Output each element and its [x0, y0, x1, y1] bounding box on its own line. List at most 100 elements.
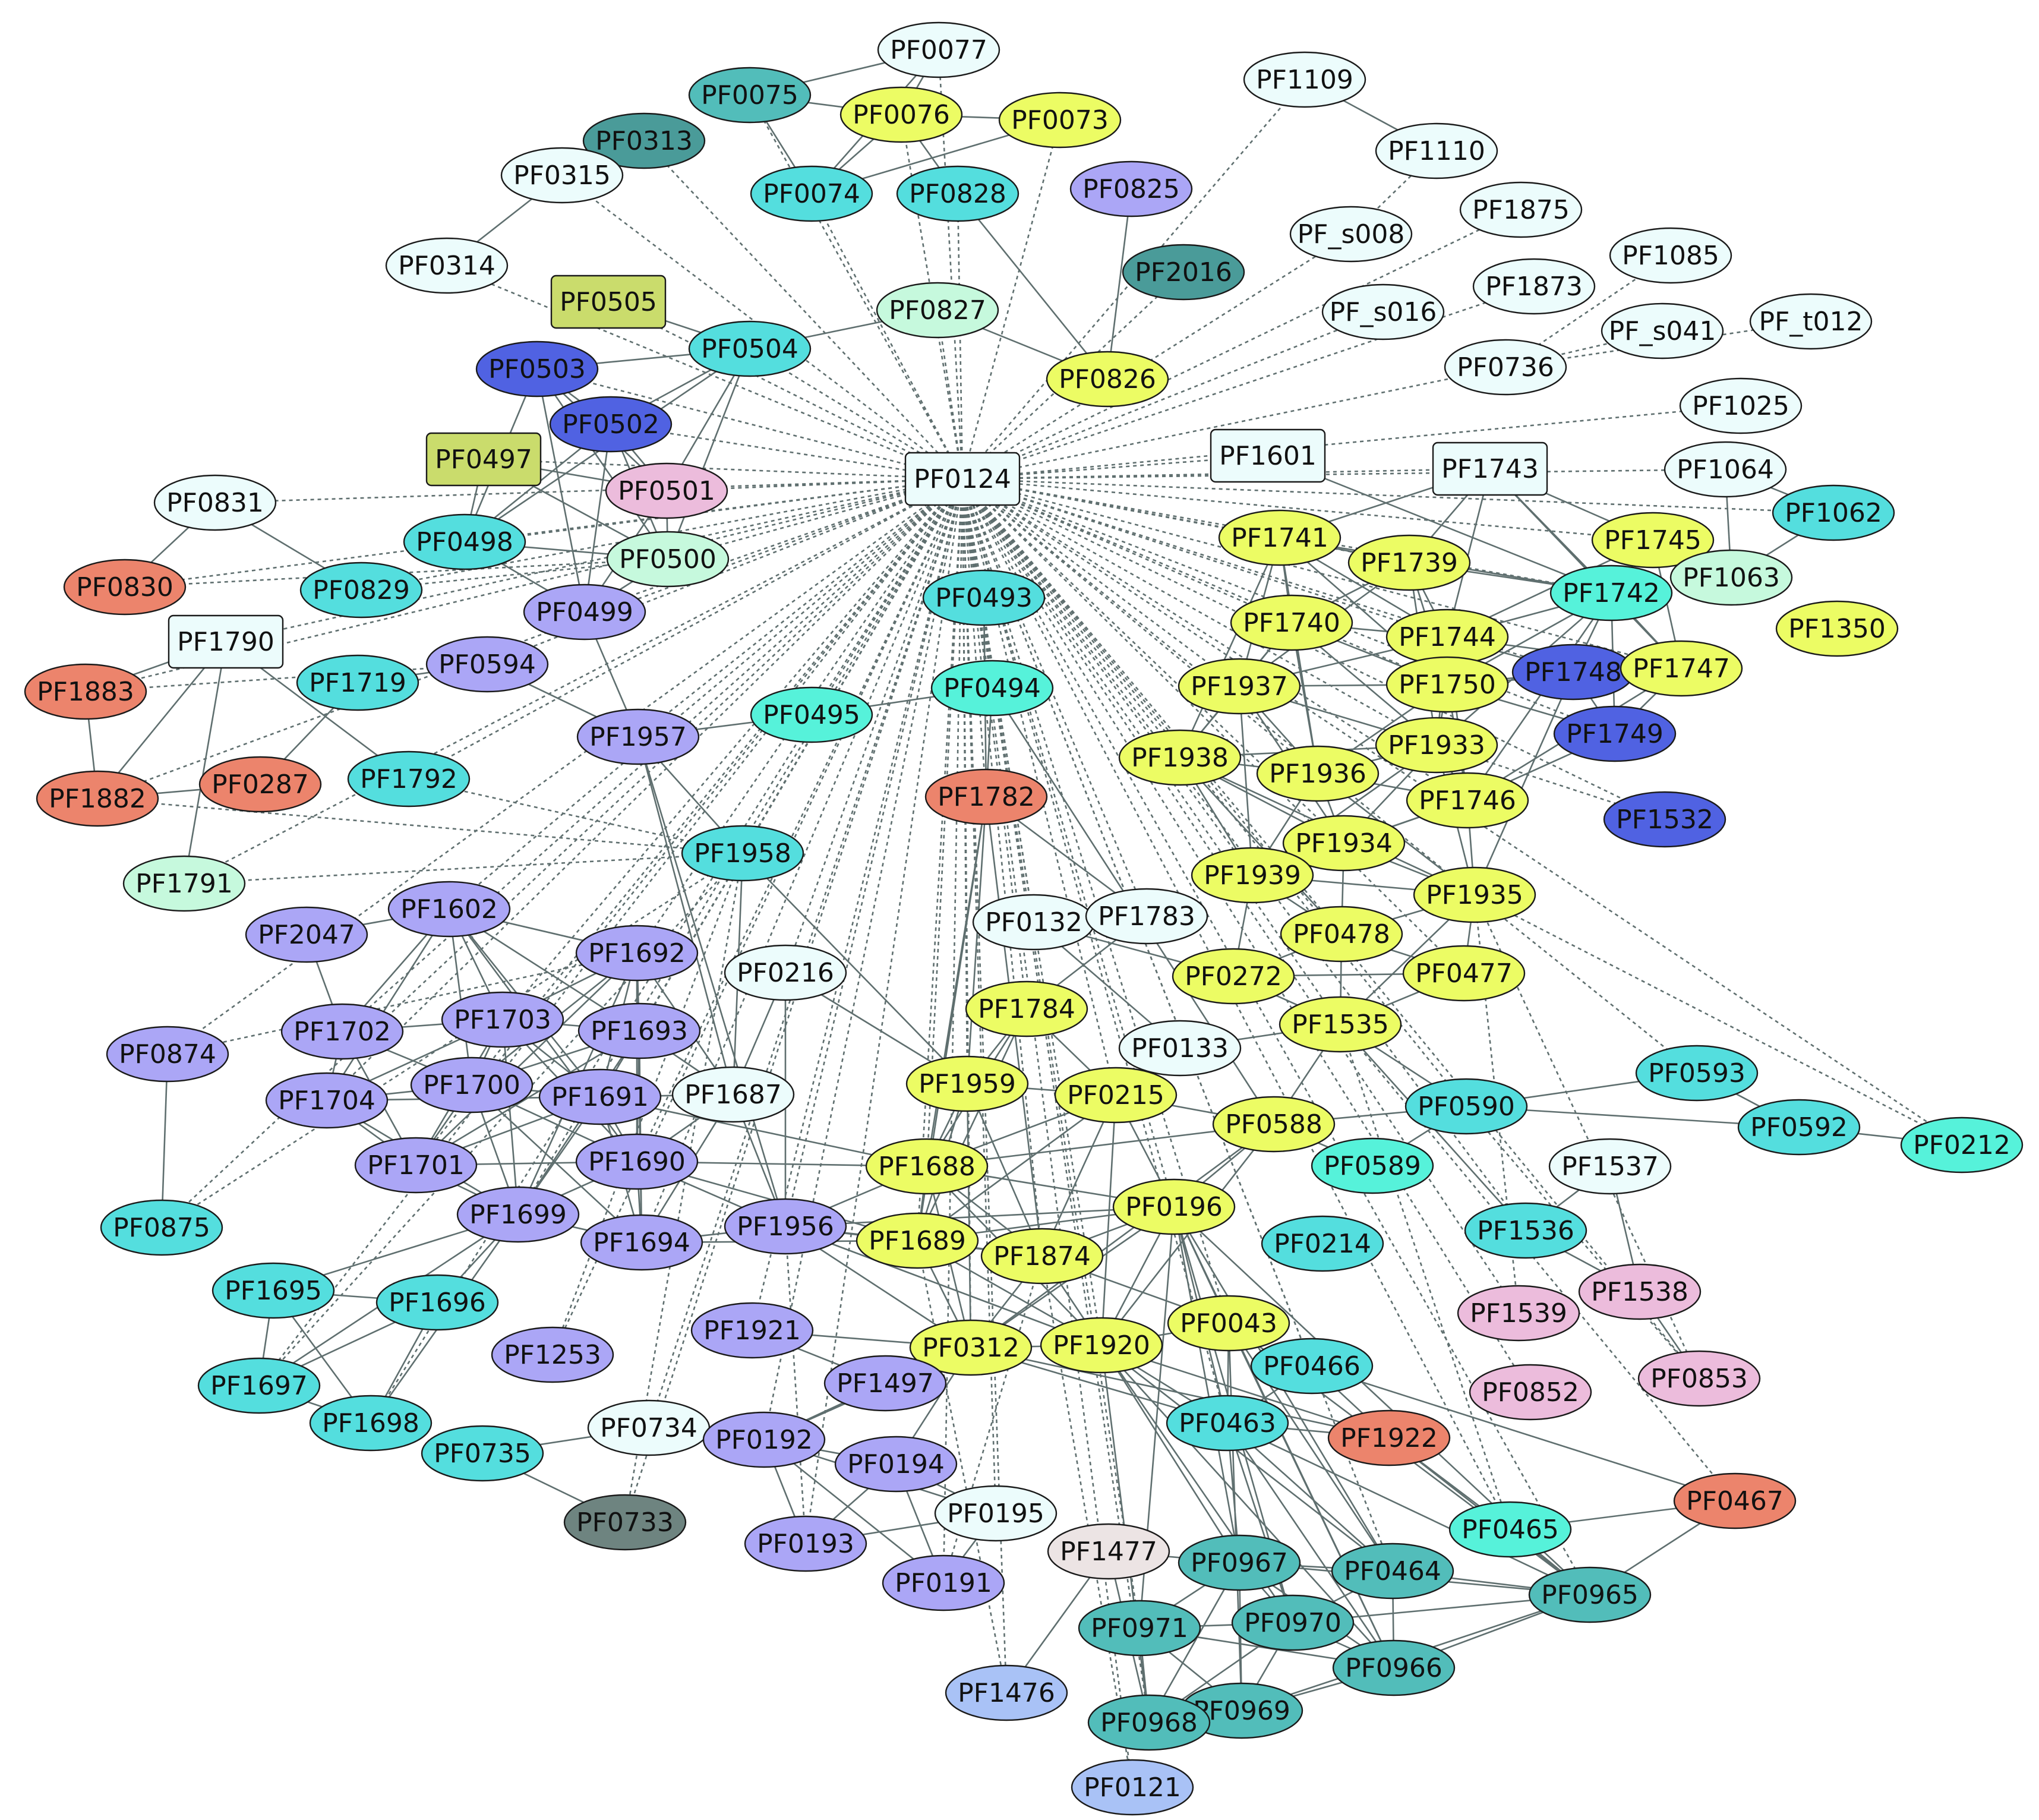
node-shape-PF0826[interactable] [1046, 351, 1169, 408]
node-PF1110[interactable]: PF1110 [1375, 122, 1498, 179]
node-PF1920[interactable]: PF1920 [1040, 1317, 1163, 1374]
node-PF0196[interactable]: PF0196 [1112, 1178, 1236, 1235]
node-shape-PF1700[interactable] [410, 1056, 534, 1114]
node-PF_s008[interactable]: PF_s008 [1289, 206, 1413, 263]
node-PF0971[interactable]: PF0971 [1078, 1600, 1201, 1657]
node-shape-PF1747[interactable] [1620, 640, 1743, 697]
node-shape-PF0193[interactable] [744, 1515, 867, 1572]
node-PF1783[interactable]: PF1783 [1085, 888, 1208, 945]
node-shape-PF1691[interactable] [538, 1068, 662, 1125]
node-PF0272[interactable]: PF0272 [1172, 948, 1295, 1005]
node-PF1695[interactable]: PF1695 [212, 1262, 335, 1319]
node-shape-PF0214[interactable] [1261, 1215, 1384, 1272]
node-PF0588[interactable]: PF0588 [1212, 1096, 1336, 1153]
node-shape-PF1085[interactable] [1609, 227, 1732, 284]
node-shape-PF1477[interactable] [1047, 1523, 1170, 1580]
node-PF0463[interactable]: PF0463 [1166, 1395, 1289, 1452]
node-shape-PF1792[interactable] [347, 750, 471, 808]
node-shape-PF0825[interactable] [1069, 160, 1193, 217]
node-shape-PF0504[interactable] [688, 320, 812, 377]
node-shape-PF1750[interactable] [1385, 656, 1509, 713]
node-PF0192[interactable]: PF0192 [702, 1411, 826, 1468]
node-PF1874[interactable]: PF1874 [980, 1228, 1104, 1285]
node-PF1882[interactable]: PF1882 [36, 770, 159, 827]
node-shape-PF0287[interactable] [198, 756, 322, 813]
node-PF0828[interactable]: PF0828 [896, 165, 1020, 222]
node-shape-PF0076[interactable] [839, 86, 963, 143]
node-PF0466[interactable]: PF0466 [1250, 1338, 1374, 1395]
node-PF1693[interactable]: PF1693 [577, 1002, 701, 1059]
node-shape-PF1497[interactable] [823, 1355, 947, 1412]
node-PF0121[interactable]: PF0121 [1071, 1759, 1194, 1816]
node-shape-PF0464[interactable] [1331, 1543, 1454, 1600]
node-shape-PF1938[interactable] [1118, 729, 1242, 786]
node-PF1687[interactable]: PF1687 [671, 1066, 795, 1123]
node-shape-PF0314[interactable] [385, 237, 509, 294]
node-PF0495[interactable]: PF0495 [750, 686, 873, 743]
node-PF1935[interactable]: PF1935 [1413, 866, 1536, 923]
node-shape-PF1883[interactable] [24, 663, 147, 720]
node-PF0827[interactable]: PF0827 [876, 282, 999, 339]
node-shape-PF1790[interactable] [168, 614, 284, 669]
node-shape-PF1697[interactable] [197, 1357, 321, 1414]
node-shape-PF0315[interactable] [500, 147, 624, 204]
node-PF1934[interactable]: PF1934 [1282, 815, 1406, 872]
node-shape-PF0313[interactable] [582, 112, 706, 169]
node-PF1739[interactable]: PF1739 [1347, 534, 1471, 591]
node-shape-PF2016[interactable] [1122, 244, 1245, 301]
node-shape-PF1937[interactable] [1178, 658, 1301, 715]
node-shape-PF1934[interactable] [1282, 815, 1406, 872]
node-shape-PF1719[interactable] [296, 654, 419, 711]
node-PF0073[interactable]: PF0073 [998, 92, 1122, 149]
node-PF1477[interactable]: PF1477 [1047, 1523, 1170, 1580]
node-PF1745[interactable]: PF1745 [1591, 512, 1715, 569]
node-shape-PF1746[interactable] [1406, 772, 1529, 829]
node-PF0875[interactable]: PF0875 [100, 1199, 223, 1256]
node-shape-PF1532[interactable] [1603, 791, 1726, 848]
node-PF1063[interactable]: PF1063 [1669, 549, 1793, 606]
node-PF1873[interactable]: PF1873 [1472, 258, 1596, 315]
node-PF0852[interactable]: PF0852 [1469, 1364, 1592, 1421]
node-shape-PF1920[interactable] [1040, 1317, 1163, 1374]
node-PF1937[interactable]: PF1937 [1178, 658, 1301, 715]
node-shape-PF0971[interactable] [1078, 1600, 1201, 1657]
node-shape-PF0497[interactable] [425, 432, 542, 487]
node-shape-PF1602[interactable] [387, 881, 511, 938]
node-shape-PF1535[interactable] [1279, 996, 1402, 1053]
node-shape-PF0735[interactable] [421, 1425, 544, 1482]
node-shape-PF1936[interactable] [1256, 745, 1380, 802]
node-PF2047[interactable]: PF2047 [245, 906, 368, 963]
node-PF0874[interactable]: PF0874 [106, 1026, 229, 1083]
node-PF1742[interactable]: PF1742 [1549, 564, 1673, 622]
node-PF0853[interactable]: PF0853 [1637, 1350, 1761, 1407]
node-PF1740[interactable]: PF1740 [1230, 594, 1353, 651]
node-shape-PF0970[interactable] [1231, 1594, 1355, 1651]
node-shape-PF0827[interactable] [876, 282, 999, 339]
node-shape-PF1476[interactable] [945, 1664, 1068, 1721]
node-shape-PF1687[interactable] [671, 1066, 795, 1123]
node-PF1749[interactable]: PF1749 [1553, 705, 1677, 762]
node-PF0075[interactable]: PF0075 [688, 67, 812, 124]
node-shape-PF0966[interactable] [1332, 1639, 1456, 1696]
node-PF0312[interactable]: PF0312 [909, 1319, 1033, 1376]
node-shape-PF0829[interactable] [299, 562, 423, 619]
node-PF0589[interactable]: PF0589 [1311, 1137, 1434, 1194]
node-shape-PF1538[interactable] [1578, 1263, 1702, 1320]
node-PF0831[interactable]: PF0831 [153, 474, 277, 531]
node-shape-PF0477[interactable] [1402, 945, 1526, 1002]
node-PF0967[interactable]: PF0967 [1178, 1534, 1301, 1591]
node-PF0970[interactable]: PF0970 [1231, 1594, 1355, 1651]
node-PF1691[interactable]: PF1691 [538, 1068, 662, 1125]
node-shape-PF1959[interactable] [905, 1055, 1029, 1112]
node-shape-PF1690[interactable] [575, 1133, 699, 1190]
node-shape-PF1702[interactable] [280, 1003, 404, 1060]
node-shape-PF0499[interactable] [523, 583, 646, 641]
node-shape-PF0967[interactable] [1178, 1534, 1301, 1591]
node-PF0493[interactable]: PF0493 [922, 569, 1046, 626]
node-shape-PF_s008[interactable] [1289, 206, 1413, 263]
node-shape-PF0073[interactable] [998, 92, 1122, 149]
node-PF0830[interactable]: PF0830 [63, 559, 187, 616]
node-shape-PF1698[interactable] [309, 1395, 433, 1452]
node-PF1921[interactable]: PF1921 [690, 1302, 814, 1359]
node-shape-PF0733[interactable] [563, 1494, 687, 1551]
